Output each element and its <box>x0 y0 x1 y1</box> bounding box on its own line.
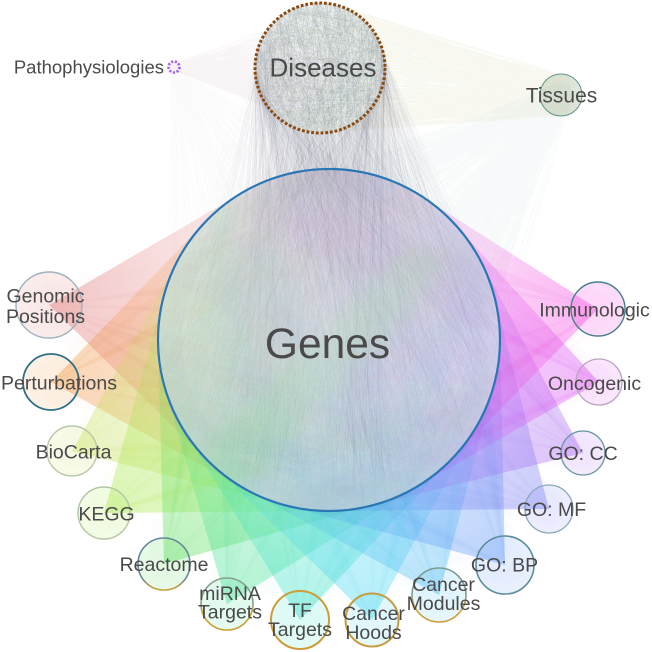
svg-text:Positions: Positions <box>6 306 85 328</box>
svg-text:Modules: Modules <box>407 593 481 615</box>
svg-text:Cancer: Cancer <box>342 603 405 625</box>
svg-text:Genomic: Genomic <box>6 285 84 307</box>
svg-text:Oncogenic: Oncogenic <box>548 373 641 395</box>
svg-text:GO: MF: GO: MF <box>517 499 586 521</box>
svg-text:Targets: Targets <box>268 619 332 641</box>
svg-text:Perturbations: Perturbations <box>1 372 117 394</box>
svg-text:GO: BP: GO: BP <box>471 554 538 576</box>
svg-text:TF: TF <box>288 600 312 622</box>
svg-text:Targets: Targets <box>198 601 262 623</box>
svg-text:Tissues: Tissues <box>526 84 598 107</box>
svg-text:Genes: Genes <box>265 321 390 368</box>
svg-text:Immunologic: Immunologic <box>539 299 650 321</box>
svg-text:Pathophysiologies: Pathophysiologies <box>14 57 164 78</box>
svg-text:Hoods: Hoods <box>345 622 402 644</box>
svg-text:Diseases: Diseases <box>270 53 377 83</box>
svg-text:GO: CC: GO: CC <box>548 443 617 465</box>
svg-text:Reactome: Reactome <box>120 554 209 576</box>
svg-text:miRNA: miRNA <box>199 583 261 605</box>
svg-text:BioCarta: BioCarta <box>36 441 112 463</box>
svg-text:KEGG: KEGG <box>78 503 134 525</box>
svg-text:Cancer: Cancer <box>412 574 475 596</box>
